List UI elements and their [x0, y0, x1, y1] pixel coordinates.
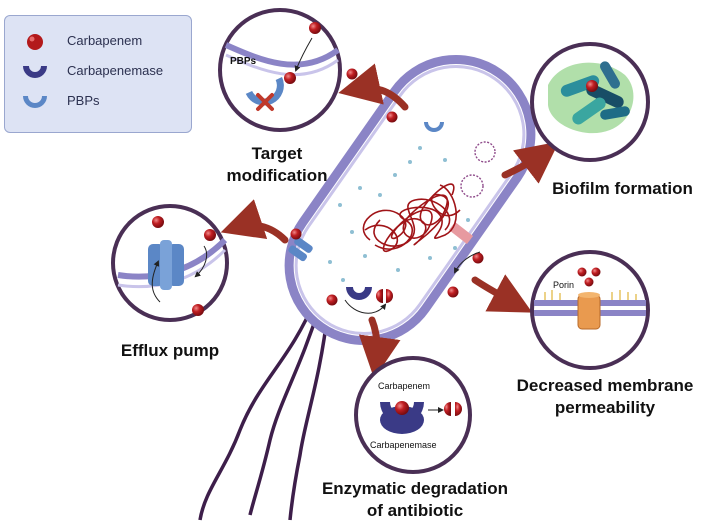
degradation-arrow [344, 299, 387, 314]
arrow-to-biofilm [501, 141, 560, 184]
legend-row-carbapenemase: Carbapenemase [5, 60, 191, 84]
legend-row-pbp: PBPs [5, 90, 191, 114]
inset-biofilm [530, 42, 650, 162]
inset-target-modification [218, 8, 342, 132]
label-efflux-pump: Efflux pump [120, 341, 220, 360]
legend-label-pbp: PBPs [67, 93, 100, 108]
label-decreased-permeability: Decreased membrane permeability [516, 376, 694, 417]
carbapenemase-icon [23, 66, 47, 78]
arrow-to-permeability [471, 274, 533, 313]
cell-pbp [424, 122, 444, 132]
membrane-porin-band [448, 222, 474, 244]
plasmids [460, 141, 496, 198]
legend-box: Carbapenem Carbapenemase PBPs [4, 15, 192, 133]
cytoplasm-dots [328, 146, 470, 282]
inset-label-carbapenem: Carbapenem [378, 381, 431, 391]
cell-carbapenemase [346, 287, 372, 300]
inset-enzymatic-degradation [354, 356, 472, 474]
legend-row-carbapenem: Carbapenem [5, 30, 191, 54]
permeability-small-arrow [454, 251, 481, 274]
legend-label-carbapenem: Carbapenem [67, 33, 143, 48]
label-enzymatic-degradation: Enzymatic degradation of antibiotic [321, 479, 509, 520]
label-target-modification: Target modification [226, 144, 328, 185]
legend-label-carbapenemase: Carbapenemase [67, 63, 164, 78]
inset-label-carbapenemase: Carbapenemase [370, 440, 437, 450]
flagella [198, 299, 330, 521]
label-biofilm-formation: Biofilm formation [552, 179, 693, 198]
carbapenem-icon [27, 34, 43, 50]
cleaved-carbapenem [376, 289, 393, 303]
membrane-efflux-pump [288, 237, 313, 262]
chromosome [362, 183, 461, 253]
mechanism-arrows [220, 63, 560, 379]
arrow-to-target-modification [338, 63, 409, 111]
inset-efflux-pump [111, 204, 229, 322]
arrow-to-efflux [220, 199, 289, 244]
pbp-icon [23, 96, 47, 108]
inset-label-porin: Porin [553, 280, 575, 290]
inset-decreased-permeability [530, 250, 650, 370]
arrow-to-enzymatic [358, 316, 401, 379]
inset-label-pbps: PBPs [230, 56, 257, 67]
